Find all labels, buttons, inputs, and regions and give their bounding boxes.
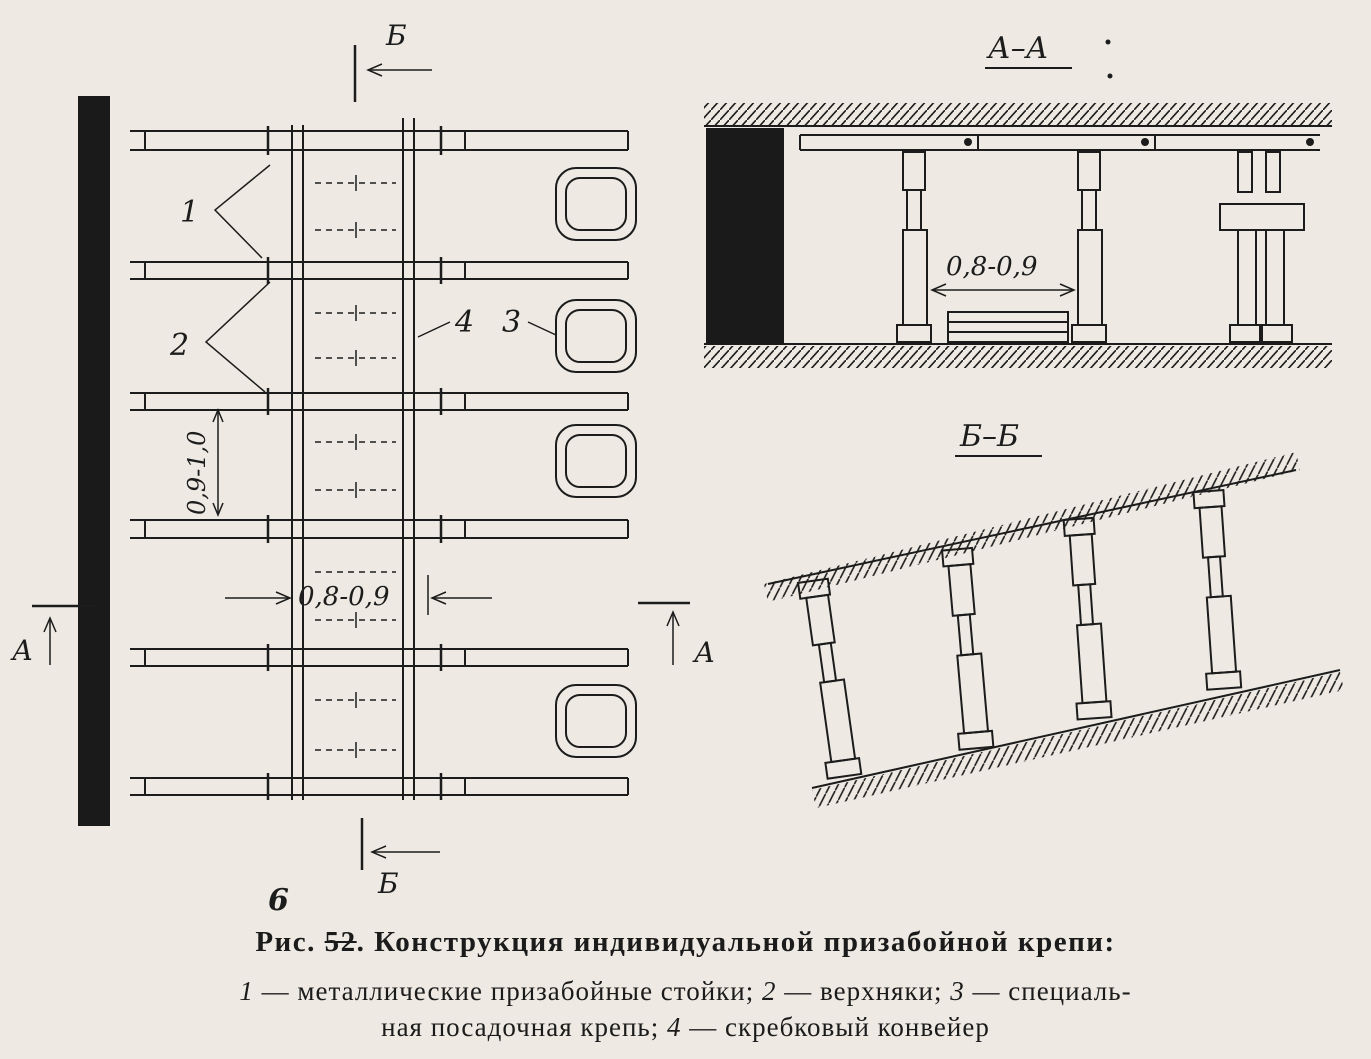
dim-width — [225, 575, 492, 615]
roof-bar — [130, 648, 629, 667]
plan-view — [32, 45, 690, 870]
section-label-b-bottom: Б — [377, 867, 399, 900]
figure-caption-title: Рис. 52. Конструкция индивидуальной приз… — [255, 926, 1116, 958]
roof-bar — [130, 261, 629, 280]
legend-num-2: 2 — [762, 976, 777, 1006]
roof-bar — [130, 777, 629, 796]
inclined-prop — [1192, 489, 1243, 691]
figure-prefix: Рис. — [255, 926, 316, 958]
section-bb — [764, 452, 1344, 808]
legend-num-4: 4 — [666, 1012, 682, 1042]
legend-text-3b: ная посадочная крепь; — [381, 1012, 660, 1042]
section-aa-title: А–А — [986, 31, 1048, 66]
prop — [896, 151, 932, 343]
roof-bar — [130, 130, 629, 151]
section-mark-a-right — [638, 601, 690, 665]
inclined-prop — [796, 577, 863, 780]
dim-spacing — [212, 408, 224, 517]
packing-supports — [555, 167, 637, 758]
section-aa — [704, 39, 1332, 368]
roof-bar — [130, 392, 629, 411]
figure-legend-line-2: ная посадочная крепь; 4 — скребковый кон… — [0, 1012, 1371, 1043]
section-label-b-top: Б — [385, 19, 407, 52]
section-label-a-left: А — [10, 634, 33, 667]
margin-mark: 6 — [268, 883, 289, 918]
conveyor — [291, 118, 415, 800]
legend-text-4: — скребковый конвейер — [689, 1012, 990, 1042]
label-item-1: 1 — [180, 195, 199, 230]
roof-bar — [130, 519, 629, 539]
legend-num-1: 1 — [239, 976, 254, 1006]
dim-spacing-label: 0,9-1,0 — [183, 431, 211, 515]
leaders — [204, 164, 557, 393]
figure-number: 52 — [324, 926, 357, 958]
legend-text-2: — верхняки; — [784, 976, 943, 1006]
label-item-4: 4 — [454, 305, 474, 340]
roof-bars — [130, 130, 629, 796]
section-mark-b-top — [353, 45, 432, 102]
legend-text-3: — специаль- — [972, 976, 1132, 1006]
section-label-a-right: А — [692, 636, 715, 669]
section-aa-dim-label: 0,8-0,9 — [946, 252, 1037, 282]
coal-face — [78, 96, 110, 826]
conveyor-section — [947, 311, 1069, 343]
props — [266, 126, 443, 800]
inclined-prop — [940, 546, 995, 751]
legend-text-1: — металлические призабойные стойки; — [261, 976, 755, 1006]
legend-num-3: 3 — [950, 976, 965, 1006]
section-mark-b-bottom — [360, 818, 440, 870]
dim-width-label: 0,8-0,9 — [298, 582, 389, 612]
section-bb-title: Б–Б — [959, 419, 1019, 454]
figure-legend-line-1: 1 — металлические призабойные стойки; 2 … — [0, 976, 1371, 1007]
prop — [1071, 151, 1107, 343]
aa-dimension — [930, 283, 1076, 297]
coal-seam — [706, 128, 784, 344]
section-mark-a-left — [32, 604, 96, 665]
label-item-3: 3 — [502, 305, 521, 340]
inclined-prop — [1062, 516, 1113, 721]
label-item-2: 2 — [169, 328, 189, 363]
double-prop — [1219, 151, 1305, 343]
figure-title: Конструкция индивидуальной призабойной к… — [374, 926, 1116, 958]
